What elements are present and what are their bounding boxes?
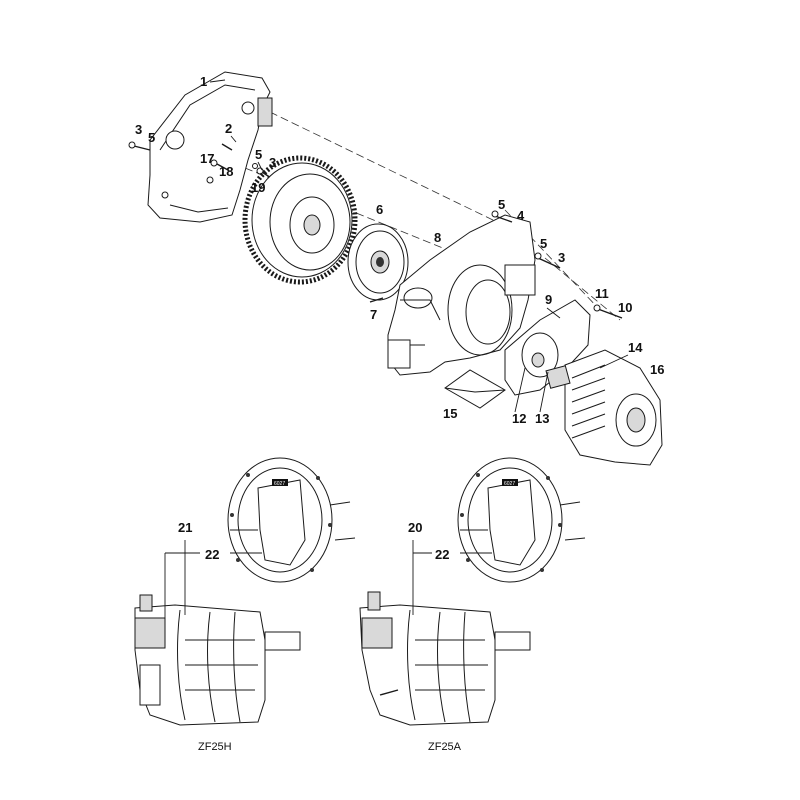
callout-5c: 5	[498, 197, 505, 212]
callout-20: 20	[408, 520, 422, 535]
callout-14: 14	[628, 340, 643, 355]
bell-housing-part-8	[387, 214, 536, 376]
callout-22a: 22	[205, 547, 219, 562]
gearbox-zf25h	[134, 594, 301, 726]
callout-21: 21	[178, 520, 192, 535]
leader-lines-top	[209, 79, 629, 413]
callout-18: 18	[219, 164, 233, 179]
caption-zf25h: ZF25H	[198, 741, 232, 753]
right-bolts	[491, 210, 623, 319]
callout-5a: 5	[148, 130, 155, 145]
callout-9: 9	[545, 292, 552, 307]
callout-6: 6	[376, 202, 383, 217]
callout-3a: 3	[135, 122, 142, 137]
callout-1: 1	[200, 74, 207, 89]
gearbox-zf25a	[359, 591, 531, 726]
left-bolts	[128, 141, 275, 181]
callout-2: 2	[225, 121, 232, 136]
callout-22b: 22	[435, 547, 449, 562]
callout-12: 12	[512, 411, 526, 426]
flywheel-part-19	[242, 155, 358, 285]
caption-zf25a: ZF25A	[428, 741, 462, 753]
coupling-plate-part-6	[347, 223, 409, 301]
callout-5d: 5	[540, 236, 547, 251]
callout-8: 8	[434, 230, 441, 245]
callout-labels-top: 1 2 3 5 17 18 5 3 19 6 7 8 5 4 5 3 9 11 …	[135, 74, 664, 426]
callout-5b: 5	[255, 147, 262, 162]
callout-3c: 3	[558, 250, 565, 265]
callout-10: 10	[618, 300, 632, 315]
callout-4: 4	[517, 208, 525, 223]
plate-marking-left: 6027	[274, 481, 285, 487]
flange-plate-left: 6027	[227, 457, 333, 583]
leaders-zf25h	[164, 501, 356, 625]
callout-16: 16	[650, 362, 664, 377]
bolt-part-7	[369, 297, 384, 303]
callout-15: 15	[443, 406, 457, 421]
flange-plate-right: 6027	[457, 457, 563, 583]
callout-3b: 3	[269, 155, 276, 170]
gasket-part-15	[444, 369, 506, 409]
callout-11: 11	[595, 286, 609, 301]
leaders-zf25a	[412, 501, 586, 615]
back-plate-part-1	[147, 71, 273, 223]
callout-7: 7	[370, 307, 377, 322]
plate-marking-right: 6027	[504, 481, 515, 487]
callout-17: 17	[200, 151, 214, 166]
callout-13: 13	[535, 411, 549, 426]
gearbox-part-16	[545, 349, 663, 466]
callout-19: 19	[251, 180, 265, 195]
adapter-plate-part-9	[504, 299, 591, 396]
